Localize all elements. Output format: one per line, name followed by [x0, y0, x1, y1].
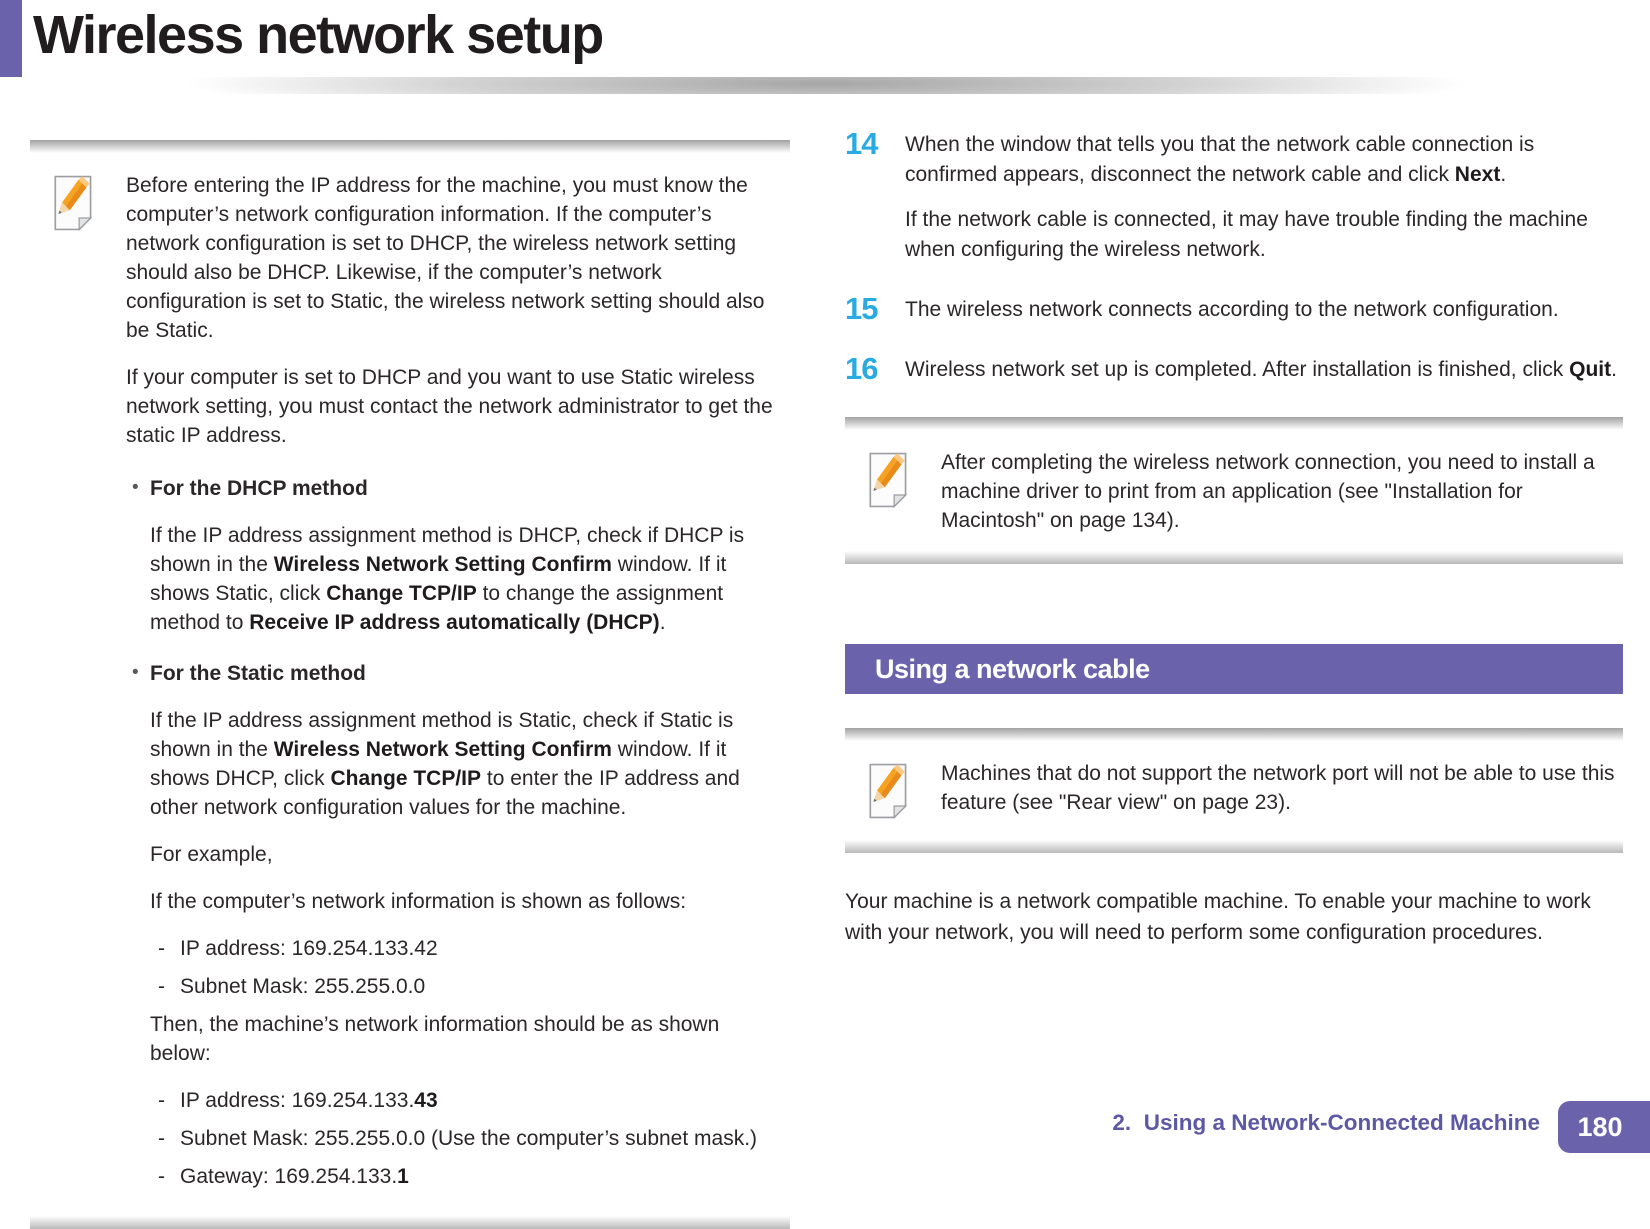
bullet-title: For the DHCP method [150, 477, 368, 500]
note-top-divider [845, 728, 1623, 741]
list-item: IP address: 169.254.133.43 [150, 1086, 784, 1115]
step-text: If the network cable is connected, it ma… [905, 208, 1588, 261]
right-column: 14 When the window that tells you that t… [845, 128, 1623, 948]
section-header-network-cable: Using a network cable [845, 644, 1623, 694]
note-paragraph: Before entering the IP address for the m… [126, 174, 765, 342]
bullet-title: For the Static method [150, 662, 366, 685]
step-number: 14 [845, 126, 878, 161]
note-bottom-divider [845, 551, 1623, 564]
note-box-driver-install: After completing the wireless network co… [845, 417, 1623, 564]
list-item: Gateway: 169.254.133.1 [150, 1162, 784, 1191]
step-15: 15 The wireless network connects accordi… [845, 293, 1623, 325]
pencil-note-icon [867, 448, 913, 535]
page-number-badge: 180 [1558, 1101, 1650, 1153]
footer-chapter-label: 2. Using a Network-Connected Machine [1112, 1110, 1540, 1135]
note-bottom-divider [845, 840, 1623, 853]
computer-info-list: IP address: 169.254.133.42 Subnet Mask: … [150, 934, 784, 1001]
bullet-body: If the IP address assignment method is S… [150, 709, 740, 819]
note-paragraph: After completing the wireless network co… [941, 451, 1595, 532]
method-bullet-list: For the DHCP method If the IP address as… [126, 473, 784, 1191]
computer-info-heading: If the computer’s network information is… [150, 890, 687, 913]
example-intro: For example, [150, 843, 273, 866]
note-top-divider [845, 417, 1623, 430]
step-number: 15 [845, 291, 878, 326]
note-bottom-divider [30, 1216, 790, 1229]
note-box-network-port: Machines that do not support the network… [845, 728, 1623, 853]
machine-info-list: IP address: 169.254.133.43 Subnet Mask: … [150, 1086, 784, 1191]
step-14: 14 When the window that tells you that t… [845, 128, 1623, 265]
section-title: Using a network cable [875, 653, 1150, 684]
step-text: When the window that tells you that the … [905, 133, 1535, 186]
note-paragraph: Machines that do not support the network… [941, 762, 1615, 814]
list-item: Subnet Mask: 255.255.0.0 (Use the comput… [150, 1124, 784, 1153]
step-text: The wireless network connects according … [905, 298, 1559, 321]
list-item: Subnet Mask: 255.255.0.0 [150, 972, 784, 1001]
machine-info-heading: Then, the machine’s network information … [150, 1013, 720, 1065]
bullet-body: If the IP address assignment method is D… [150, 524, 745, 634]
closing-paragraph: Your machine is a network compatible mac… [845, 890, 1591, 944]
header-divider [0, 77, 1650, 94]
step-text: Wireless network set up is completed. Af… [905, 358, 1617, 381]
pencil-note-icon [867, 759, 913, 824]
step-16: 16 Wireless network set up is completed.… [845, 353, 1623, 385]
list-item: IP address: 169.254.133.42 [150, 934, 784, 963]
bullet-static-method: For the Static method If the IP address … [126, 658, 784, 1191]
step-number: 16 [845, 351, 878, 386]
left-column: Before entering the IP address for the m… [30, 140, 790, 1229]
note-box-ip-info: Before entering the IP address for the m… [30, 140, 790, 1229]
title-accent-bar [0, 0, 22, 90]
bullet-dhcp-method: For the DHCP method If the IP address as… [126, 473, 784, 637]
page-title: Wireless network setup [33, 5, 604, 65]
note-top-divider [30, 140, 790, 153]
pencil-note-icon [52, 171, 98, 1200]
note-paragraph: If your computer is set to DHCP and you … [126, 366, 773, 447]
